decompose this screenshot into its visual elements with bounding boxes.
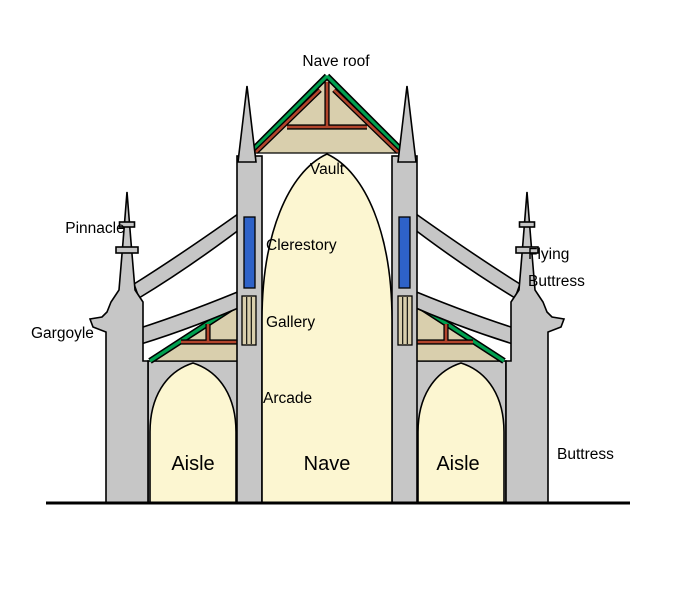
- right-upper-flying-buttress: [401, 202, 521, 300]
- gallery-openings: [241, 295, 413, 346]
- label-clerestory: Clerestory: [266, 237, 337, 254]
- label-aisle-right: Aisle: [436, 453, 479, 475]
- left-clerestory-window: [243, 216, 256, 289]
- label-gargoyle: Gargoyle: [31, 325, 94, 342]
- left-upper-flying-buttress: [133, 202, 253, 300]
- right-nave-spire: [397, 85, 417, 163]
- nave-wall-pinnacles: [237, 85, 417, 163]
- aisle-interiors: [149, 362, 505, 504]
- right-buttress-tower: [505, 191, 566, 504]
- label-gallery: Gallery: [266, 314, 315, 331]
- nave-roof-edges: [247, 74, 407, 156]
- right-clerestory-window: [398, 216, 411, 289]
- left-aisle-interior: [149, 362, 237, 504]
- nave-left-rafter: [255, 89, 321, 153]
- right-pinnacle-fin-upper: [518, 221, 536, 228]
- left-pinnacle-fin-upper: [118, 221, 136, 228]
- buttress-towers: [88, 191, 566, 504]
- flying-buttresses: [133, 202, 521, 346]
- nave-interior-group: [261, 153, 393, 504]
- nave-right-rafter: [333, 89, 399, 153]
- label-arcade: Arcade: [263, 390, 312, 407]
- label-buttress: Buttress: [557, 446, 614, 463]
- label-vault: Vault: [310, 161, 345, 178]
- label-flying: Flying: [528, 246, 569, 263]
- right-aisle-interior: [417, 362, 505, 504]
- gallery-mullions: [246, 297, 408, 344]
- label-nave-roof: Nave roof: [302, 53, 370, 70]
- right-gallery-opening: [397, 295, 413, 346]
- label-aisle-left: Aisle: [171, 453, 214, 475]
- right-pinnacle-fin: [515, 246, 539, 254]
- nave-timber-beams: [255, 82, 399, 153]
- nave-roof-left-edge: [247, 74, 329, 156]
- left-nave-spire: [237, 85, 257, 163]
- nave-roof-right-edge: [325, 74, 407, 156]
- nave-interior: [261, 153, 393, 504]
- clerestory-windows: [243, 216, 411, 289]
- label-nave: Nave: [304, 453, 351, 475]
- left-pinnacle-fin: [115, 246, 139, 254]
- label-flying-buttress: Buttress: [528, 273, 585, 290]
- left-buttress-tower: [88, 191, 149, 504]
- left-gallery-opening: [241, 295, 257, 346]
- label-pinnacle: Pinnacle: [65, 220, 124, 237]
